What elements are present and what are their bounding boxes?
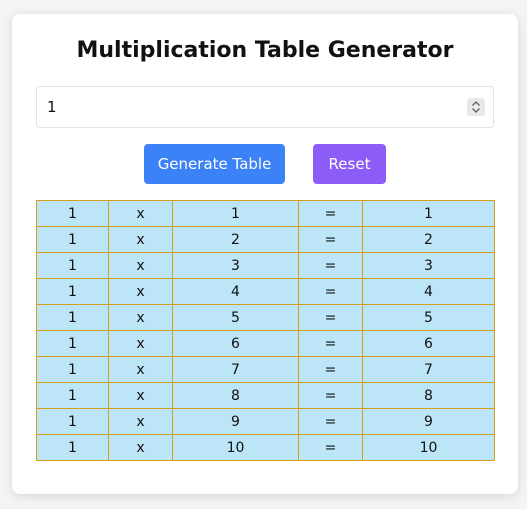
times-symbol-cell: x (108, 304, 173, 331)
multiplicand-cell: 1 (36, 278, 109, 305)
multiplicand-cell: 1 (36, 252, 109, 279)
multiplier-cell: 9 (172, 408, 299, 435)
times-symbol-cell: x (108, 330, 173, 357)
generator-card: Multiplication Table Generator 1 Generat… (12, 14, 518, 494)
product-cell: 7 (362, 356, 495, 383)
times-symbol-cell: x (108, 278, 173, 305)
multiplicand-cell: 1 (36, 434, 109, 461)
times-symbol-cell: x (108, 252, 173, 279)
multiplicand-cell: 1 (36, 200, 109, 227)
times-symbol-cell: x (108, 200, 173, 227)
spinner-icon[interactable] (467, 98, 485, 116)
multiplicand-cell: 1 (36, 226, 109, 253)
number-input-value[interactable]: 1 (47, 98, 57, 116)
product-cell: 8 (362, 382, 495, 409)
multiplier-cell: 4 (172, 278, 299, 305)
equals-symbol-cell: = (298, 226, 363, 253)
product-cell: 2 (362, 226, 495, 253)
equals-symbol-cell: = (298, 408, 363, 435)
multiplicand-cell: 1 (36, 304, 109, 331)
equals-symbol-cell: = (298, 434, 363, 461)
times-symbol-cell: x (108, 434, 173, 461)
equals-symbol-cell: = (298, 330, 363, 357)
multiplier-cell: 7 (172, 356, 299, 383)
multiplier-cell: 10 (172, 434, 299, 461)
equals-symbol-cell: = (298, 356, 363, 383)
product-cell: 4 (362, 278, 495, 305)
times-symbol-cell: x (108, 226, 173, 253)
times-symbol-cell: x (108, 382, 173, 409)
equals-symbol-cell: = (298, 252, 363, 279)
times-symbol-cell: x (108, 408, 173, 435)
multiplier-cell: 1 (172, 200, 299, 227)
multiplicand-cell: 1 (36, 408, 109, 435)
equals-symbol-cell: = (298, 200, 363, 227)
multiplier-cell: 6 (172, 330, 299, 357)
equals-symbol-cell: = (298, 382, 363, 409)
equals-symbol-cell: = (298, 304, 363, 331)
multiplicand-cell: 1 (36, 356, 109, 383)
multiplicand-cell: 1 (36, 330, 109, 357)
multiplier-cell: 2 (172, 226, 299, 253)
product-cell: 6 (362, 330, 495, 357)
product-cell: 1 (362, 200, 495, 227)
reset-button[interactable]: Reset (313, 144, 386, 184)
multiplier-cell: 8 (172, 382, 299, 409)
number-input[interactable]: 1 (36, 86, 494, 128)
generate-table-button[interactable]: Generate Table (144, 144, 285, 184)
product-cell: 9 (362, 408, 495, 435)
product-cell: 5 (362, 304, 495, 331)
product-cell: 10 (362, 434, 495, 461)
equals-symbol-cell: = (298, 278, 363, 305)
multiplicand-cell: 1 (36, 382, 109, 409)
page-title: Multiplication Table Generator (76, 38, 454, 63)
times-symbol-cell: x (108, 356, 173, 383)
multiplier-cell: 3 (172, 252, 299, 279)
multiplier-cell: 5 (172, 304, 299, 331)
product-cell: 3 (362, 252, 495, 279)
